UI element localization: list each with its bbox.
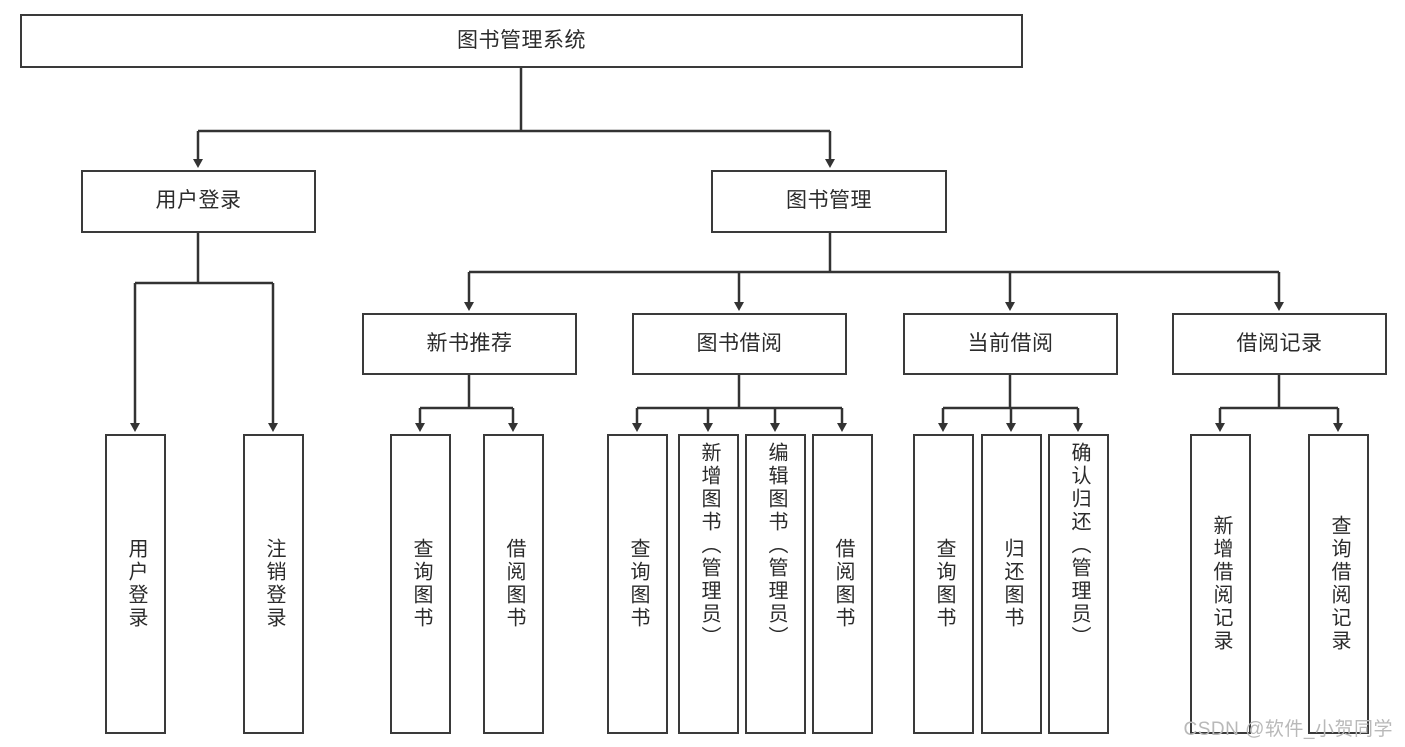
node-borrow-record-label: 借阅记录 [1236,331,1323,355]
node-root-label: 图书管理系统 [457,28,586,52]
node-book-borrow[interactable]: 图书借阅 [632,313,847,375]
node-leaf-query-book-1[interactable]: 查询图书 [390,434,451,734]
node-borrow-record[interactable]: 借阅记录 [1172,313,1387,375]
node-leaf-confirm-return[interactable]: 确认归还（管理员） [1048,434,1109,734]
node-leaf-user-login-label: 用户登录 [125,538,147,630]
node-leaf-add-book-label: 新增图书（管理员） [698,442,720,649]
node-leaf-return-book-label: 归还图书 [1001,538,1023,630]
node-leaf-query-record[interactable]: 查询借阅记录 [1308,434,1369,734]
node-leaf-borrow-book-1-label: 借阅图书 [503,538,525,630]
watermark-text: CSDN @软件_小贺同学 [1183,719,1393,740]
node-leaf-confirm-return-label: 确认归还（管理员） [1068,442,1090,649]
node-leaf-add-record[interactable]: 新增借阅记录 [1190,434,1251,734]
node-new-book-rec-label: 新书推荐 [426,331,513,355]
node-current-borrow-label: 当前借阅 [967,331,1054,355]
node-root[interactable]: 图书管理系统 [20,14,1023,68]
node-leaf-return-book[interactable]: 归还图书 [981,434,1042,734]
node-book-manage-label: 图书管理 [786,189,872,213]
node-leaf-query-book-2[interactable]: 查询图书 [607,434,668,734]
node-leaf-query-book-2-label: 查询图书 [627,538,649,630]
node-leaf-borrow-book-2-label: 借阅图书 [832,538,854,630]
node-leaf-query-book-1-label: 查询图书 [410,538,432,630]
node-leaf-query-book-3-label: 查询图书 [933,538,955,630]
node-book-borrow-label: 图书借阅 [696,331,783,355]
node-leaf-user-logout-label: 注销登录 [263,538,285,630]
node-leaf-query-book-3[interactable]: 查询图书 [913,434,974,734]
node-leaf-borrow-book-1[interactable]: 借阅图书 [483,434,544,734]
node-user-login[interactable]: 用户登录 [81,170,316,233]
node-leaf-add-record-label: 新增借阅记录 [1210,515,1232,653]
node-leaf-user-logout[interactable]: 注销登录 [243,434,304,734]
node-leaf-borrow-book-2[interactable]: 借阅图书 [812,434,873,734]
node-current-borrow[interactable]: 当前借阅 [903,313,1118,375]
node-new-book-rec[interactable]: 新书推荐 [362,313,577,375]
node-leaf-edit-book[interactable]: 编辑图书（管理员） [745,434,806,734]
node-book-manage[interactable]: 图书管理 [711,170,947,233]
node-leaf-query-record-label: 查询借阅记录 [1328,515,1350,653]
node-leaf-add-book[interactable]: 新增图书（管理员） [678,434,739,734]
node-user-login-label: 用户登录 [155,189,242,213]
node-leaf-user-login[interactable]: 用户登录 [105,434,166,734]
node-leaf-edit-book-label: 编辑图书（管理员） [765,442,787,649]
